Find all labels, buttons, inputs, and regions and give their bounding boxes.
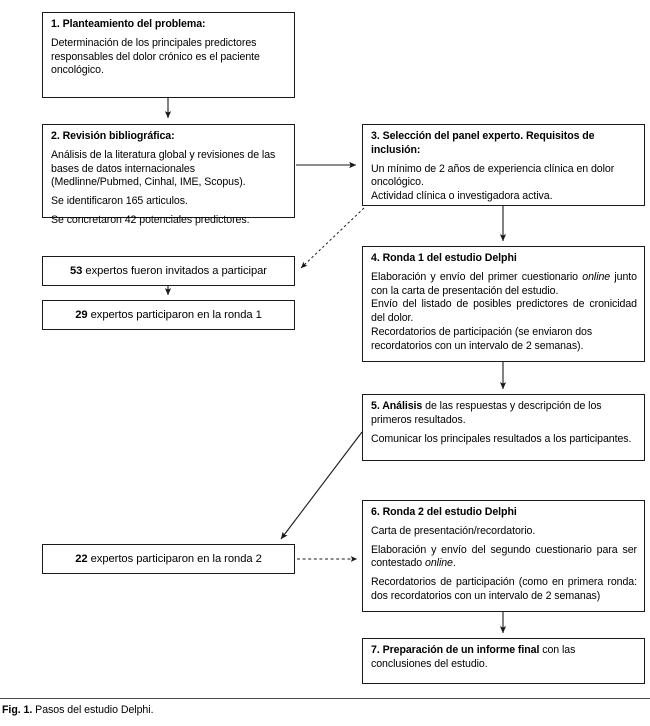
step-box-5: 5. Análisis de las respuestas y descripc…	[362, 394, 645, 461]
figure-caption-label: Fig. 1.	[2, 704, 33, 716]
step-4-line-1-a: Elaboración y envío del primer cuestiona…	[371, 270, 583, 283]
step-5-number: 5.	[371, 400, 383, 412]
step-box-6: 6. Ronda 2 del estudio Delphi Carta de p…	[362, 500, 645, 612]
figure-caption: Fig. 1. Pasos del estudio Delphi.	[2, 704, 154, 716]
step-6-heading: 6. Ronda 2 del estudio Delphi	[371, 506, 517, 518]
experts-round2-label: expertos participaron en la ronda 2	[90, 553, 262, 565]
step-box-7: 7. Preparación de un informe final con l…	[362, 638, 645, 684]
step-5-heading-rest: de las respuestas y descripción de los p…	[371, 400, 602, 426]
experts-invited-label: expertos fueron invitados a participar	[85, 265, 267, 277]
step-7-heading: 7. Preparación de un informe final con l…	[371, 644, 637, 672]
step-6-line-2: Elaboración y envío del segundo cuestion…	[371, 544, 637, 572]
step-6-line-2-a: Elaboración y envío del segundo cuestion…	[371, 543, 637, 570]
step-box-4: 4. Ronda 1 del estudio Delphi Elaboració…	[362, 246, 645, 362]
step-4-line-1-b: junto con la carta de presentación del e…	[371, 270, 637, 297]
step-box-3: 3. Selección del panel experto. Requisit…	[362, 124, 645, 206]
step-7-keyword: Preparación de un informe final	[382, 644, 540, 656]
step-2-line-1: Análisis de la literatura global y revis…	[51, 148, 276, 189]
caption-divider	[0, 698, 650, 699]
arrow-box3-to-box53	[300, 207, 365, 269]
experts-round2-box: 22 expertos participaron en la ronda 2	[42, 544, 295, 574]
step-3-line-2: Actividad clínica o investigadora activa…	[371, 190, 553, 203]
experts-round1-box: 29 expertos participaron en la ronda 1	[42, 300, 295, 330]
step-6-line-1: Carta de presentación/recordatorio.	[371, 524, 536, 537]
step-3-line-1: Un mínimo de 2 años de experiencia clíni…	[371, 162, 615, 189]
step-3-heading: 3. Selección del panel experto. Requisit…	[371, 130, 595, 156]
step-4-heading: 4. Ronda 1 del estudio Delphi	[371, 252, 517, 264]
step-6-line-2-b: .	[452, 557, 456, 570]
arrow-box5-to-box22	[280, 431, 363, 540]
step-4-line-1-emphasis: online	[582, 270, 611, 283]
step-5-heading: 5. Análisis de las respuestas y descripc…	[371, 400, 637, 428]
step-2-heading: 2. Revisión bibliográfica:	[51, 130, 175, 142]
step-1-body: Determinación de los principales predict…	[51, 36, 260, 77]
step-4-line-1: Elaboración y envío del primer cuestiona…	[371, 271, 637, 299]
step-2-line-2: Se identificaron 165 articulos.	[51, 195, 188, 208]
step-5-keyword: Análisis	[382, 400, 423, 412]
step-4-line-3: Recordatorios de participación (se envia…	[371, 325, 593, 352]
step-2-line-3: Se concretaron 42 potenciales predictore…	[51, 213, 250, 226]
step-1-heading: 1. Planteamiento del problema:	[51, 18, 206, 30]
step-box-1: 1. Planteamiento del problema: Determina…	[42, 12, 295, 98]
experts-invited-count: 53	[70, 265, 83, 277]
experts-invited-box: 53 expertos fueron invitados a participa…	[42, 256, 295, 286]
figure-caption-text: Pasos del estudio Delphi.	[35, 704, 154, 716]
step-4-line-2: Envío del listado de posibles predictore…	[371, 298, 637, 325]
step-6-line-3: Recordatorios de participación (como en …	[371, 576, 637, 602]
step-6-line-2-emphasis: online	[425, 557, 453, 570]
step-7-heading-rest: con las conclusiones del estudio.	[371, 644, 576, 670]
experts-round1-count: 29	[75, 309, 88, 321]
step-5-line-2: Comunicar los principales resultados a l…	[371, 432, 632, 445]
experts-round2-count: 22	[75, 553, 88, 565]
experts-round1-label: expertos participaron en la ronda 1	[90, 309, 262, 321]
step-7-number: 7.	[371, 644, 383, 656]
step-box-2: 2. Revisión bibliográfica: Análisis de l…	[42, 124, 295, 226]
